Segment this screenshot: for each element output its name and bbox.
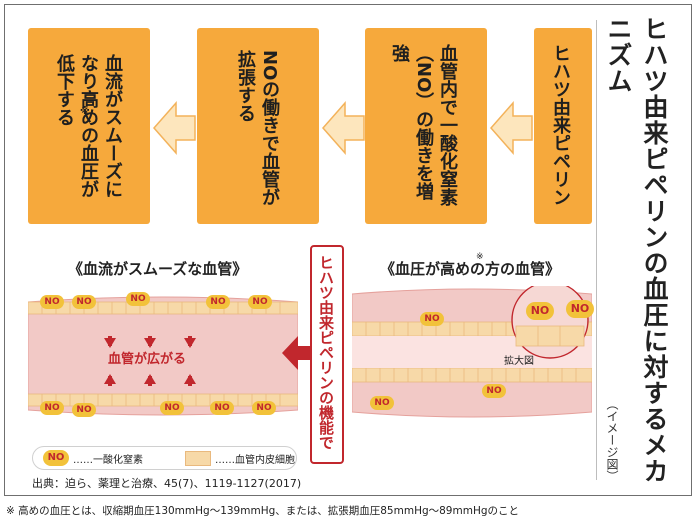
- legend-cell-text: ……血管内皮細胞: [215, 455, 295, 466]
- legend-cell-swatch: [185, 451, 211, 466]
- right-panel-title: 《血圧が高めの方の血管》: [380, 260, 561, 278]
- no-badge: NO: [72, 403, 96, 417]
- flow-step-2-label: 血管内で一酸化窒素（NO）の働きを増強: [389, 44, 458, 206]
- flow-note-mark: ※: [80, 106, 90, 117]
- no-badge-large: NO: [566, 300, 594, 318]
- flow-step-2: 血管内で一酸化窒素（NO）の働きを増強: [365, 28, 487, 224]
- no-badge: NO: [420, 312, 444, 326]
- red-arrow-left-icon: [282, 336, 312, 370]
- no-badge: NO: [252, 401, 276, 415]
- flow-step-4-label: 血流がスムーズになり高めの血圧が低下する: [54, 54, 123, 198]
- function-label-box: ヒハツ由来ピペリンの機能で: [310, 245, 344, 464]
- diagram-title: ヒハツ由来ピペリンの血圧に対するメカニズム: [604, 16, 669, 484]
- no-badge: NO: [206, 295, 230, 309]
- flow-step-3-label: NOの働きで血管が拡張する: [235, 50, 280, 207]
- wide-vessel-illustration: [28, 296, 298, 416]
- no-badge: NO: [40, 401, 64, 415]
- legend: NO ……一酸化窒素 ……血管内皮細胞: [32, 446, 297, 470]
- function-label: ヒハツ由来ピペリンの機能で: [317, 255, 335, 450]
- source-citation: 出典：迫ら、薬理と治療、45(7)、1119-1127(2017): [32, 477, 302, 490]
- flow-step-1-label: ヒハツ由来ピペリン: [550, 44, 571, 206]
- flow-arrow-left-icon: [490, 101, 533, 155]
- no-badge: NO: [210, 401, 234, 415]
- no-badge: NO: [72, 295, 96, 309]
- flow-arrow-left-icon: [322, 101, 365, 155]
- right-title-note-mark: ※: [476, 252, 484, 262]
- flow-arrow-left-icon: [153, 101, 196, 155]
- footnote: ※ 高めの血圧とは、収縮期血圧130mmHg〜139mmHg、または、拡張期血圧…: [6, 505, 520, 517]
- title-divider: [596, 20, 597, 480]
- no-badge: NO: [160, 401, 184, 415]
- no-badge: NO: [126, 292, 150, 306]
- zoom-label: 拡大図: [504, 356, 534, 367]
- flow-step-3: NOの働きで血管が拡張する: [197, 28, 319, 224]
- vessel-expand-label: 血管が広がる: [108, 352, 187, 367]
- no-badge: NO: [248, 295, 272, 309]
- no-badge: NO: [40, 295, 64, 309]
- no-badge: NO: [370, 396, 394, 410]
- no-badge-large: NO: [526, 302, 554, 320]
- diagram-frame: [4, 4, 692, 496]
- diagram-subtitle: （イメージ図）: [605, 398, 619, 482]
- left-panel-title: 《血流がスムーズな血管》: [68, 260, 248, 278]
- flow-step-1: ヒハツ由来ピペリン: [534, 28, 592, 224]
- no-badge: NO: [482, 384, 506, 398]
- flow-step-4: 血流がスムーズになり高めの血圧が低下する ※: [28, 28, 150, 224]
- legend-no-text: ……一酸化窒素: [73, 455, 143, 466]
- legend-no-badge: NO: [43, 450, 69, 466]
